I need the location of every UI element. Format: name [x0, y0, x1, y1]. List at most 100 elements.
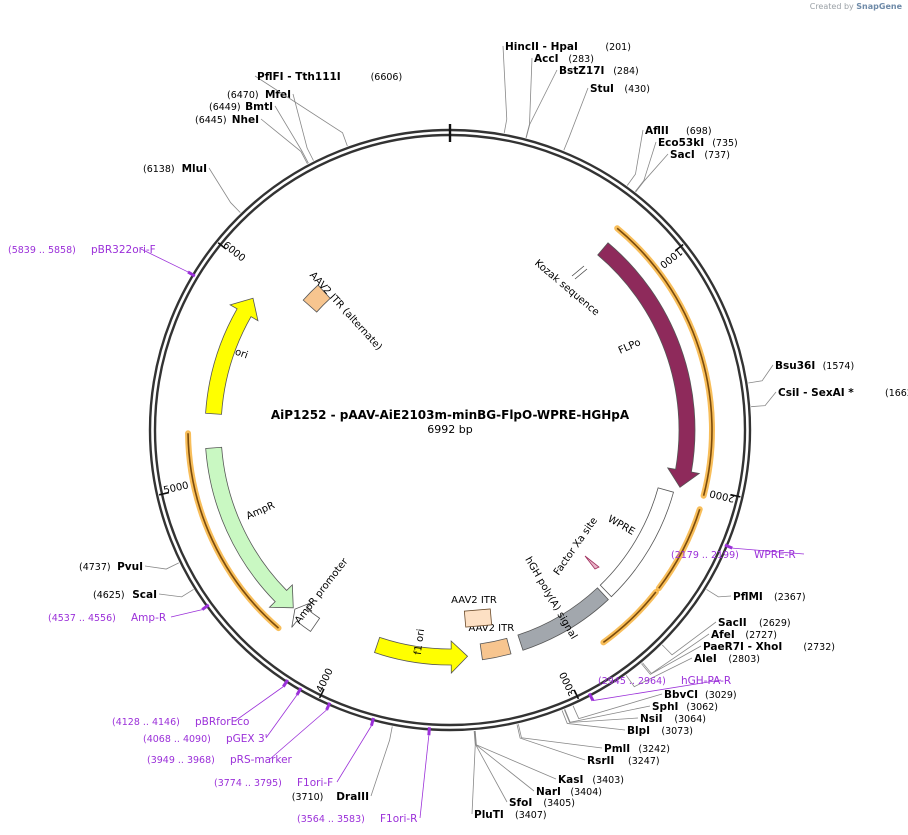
enzyme-name: PaeR7I - XhoI: [703, 641, 782, 653]
feature-label-ampr: AmpR: [245, 500, 277, 522]
feature-ori: [205, 297, 259, 415]
enzyme-position: (284): [613, 66, 639, 77]
feature-label-aav2-itr: AAV2 ITR: [468, 623, 514, 634]
tick-line: [730, 493, 741, 498]
enzyme-leader: [561, 710, 626, 731]
enzyme-name: PflMI: [733, 591, 763, 603]
primer-leader: [170, 609, 203, 618]
primer-leader: [732, 547, 805, 555]
enzyme-leader: [661, 621, 717, 656]
enzyme-leader: [751, 391, 777, 408]
enzyme-name: AfeI: [711, 629, 735, 641]
feature-label-ori: ori: [233, 347, 249, 362]
enzyme-leader: [370, 726, 393, 797]
kozak-label: Kozak sequence: [532, 258, 601, 318]
enzyme-name: PvuI: [117, 561, 143, 573]
primer-mark: [369, 717, 375, 727]
enzyme-name: DraIII: [336, 791, 369, 803]
enzyme-name: MluI: [182, 163, 207, 175]
enzyme-name: SphI: [652, 701, 678, 713]
enzyme-position: (283): [568, 54, 594, 65]
factor-xa-marker: [584, 555, 600, 570]
primer-leader: [269, 709, 327, 760]
primer-range: (2945 .. 2964): [598, 676, 666, 687]
orf-indicator-core: [187, 433, 280, 629]
primer-sites: (2179 .. 2199)WPRE-R(2945 .. 2964)hGH-PA…: [8, 244, 805, 825]
primer-range: (3564 .. 3583): [297, 814, 365, 825]
feature-ampr: [205, 446, 294, 609]
primer-mark: [187, 270, 196, 278]
enzyme-leader: [641, 645, 702, 675]
enzyme-name: ScaI: [132, 589, 157, 601]
tick-label: 5000: [163, 480, 190, 496]
enzyme-position: (6449): [209, 102, 241, 113]
enzyme-position: (6445): [195, 115, 227, 126]
aav2-itr-upper-label: AAV2 ITR: [451, 595, 497, 606]
enzyme-leader: [625, 657, 693, 688]
enzyme-position: (2367): [774, 592, 806, 603]
enzyme-position: (430): [624, 84, 650, 95]
orf-indicator-core: [658, 509, 701, 589]
primer-mark: [427, 727, 431, 736]
enzyme-leader: [634, 141, 657, 192]
feature-ampr-promoter: [291, 601, 321, 632]
enzyme-name: AflII: [645, 125, 669, 137]
enzyme-position: (4737): [79, 562, 111, 573]
credit-prefix: Created by: [809, 2, 854, 11]
snapgene-logo: SnapGene: [856, 2, 902, 11]
plasmid-size: 6992 bp: [427, 423, 473, 436]
aav2-itr-upper-box: [463, 608, 493, 628]
tick-label: 1000: [657, 245, 684, 269]
orf-indicator-core: [616, 227, 713, 496]
feature-wpre: [599, 487, 675, 598]
enzyme-leader: [572, 693, 663, 720]
tick-line: [217, 242, 227, 250]
tick-label: 6000: [220, 240, 247, 265]
backbone-ring: [148, 124, 752, 732]
feature-label-ampr-promoter: AmpR promoter: [293, 556, 351, 626]
plasmid-title: AiP1252 - pAAV-AiE2103m-minBG-FlpO-WPRE-…: [270, 408, 630, 422]
primer-leader: [419, 735, 430, 819]
enzyme-leader: [274, 105, 309, 164]
primer-name: pGEX 3': [226, 733, 268, 745]
feature-flpo: [597, 242, 701, 488]
enzyme-name: HincII - HpaI: [505, 41, 578, 53]
enzyme-name: BlpI: [627, 725, 650, 737]
enzyme-position: (6606): [371, 72, 403, 83]
tick-label: 2000: [709, 487, 736, 503]
enzyme-position: (3407): [515, 810, 547, 821]
enzyme-name: BstZ17I: [559, 65, 604, 77]
enzyme-leader: [517, 724, 603, 749]
enzyme-leader: [260, 118, 308, 164]
enzyme-position: (3710): [292, 792, 324, 803]
orf-indicator: [655, 506, 703, 592]
enzyme-leader: [158, 589, 194, 598]
enzyme-position: (4625): [93, 590, 125, 601]
primer-mark: [724, 543, 733, 550]
primer-leader: [592, 679, 722, 701]
kozak-marker-2: [574, 268, 588, 280]
primer-range: (2179 .. 2199): [671, 550, 739, 561]
feature-label-f1-ori: f1 ori: [413, 628, 427, 655]
enzyme-name: PflFI - Tth111I: [257, 71, 341, 83]
enzyme-position: (3073): [661, 726, 693, 737]
enzyme-name: NsiI: [640, 713, 663, 725]
enzyme-name: Eco53kI: [658, 137, 704, 149]
enzyme-position: (698): [686, 126, 712, 137]
primer-name: F1ori-F: [297, 777, 333, 789]
primer-name: pBR322ori-F: [91, 244, 156, 256]
enzyme-leader: [474, 730, 508, 803]
enzyme-position: (6138): [143, 164, 175, 175]
enzyme-leader: [292, 93, 314, 161]
enzyme-position: (735): [712, 138, 738, 149]
enzyme-position: (2727): [745, 630, 777, 641]
kozak-marker: [571, 265, 585, 277]
enzyme-leader: [208, 167, 241, 213]
snapgene-credit: Created by SnapGene: [810, 2, 902, 11]
enzyme-position: (3403): [592, 775, 624, 786]
enzyme-position: (1574): [823, 361, 855, 372]
feature-label-aav2-itr-alt: AAV2 ITR (alternate): [307, 270, 384, 353]
primer-leader: [140, 248, 189, 273]
enzyme-leader: [502, 45, 508, 133]
enzyme-position: (2629): [759, 618, 791, 629]
